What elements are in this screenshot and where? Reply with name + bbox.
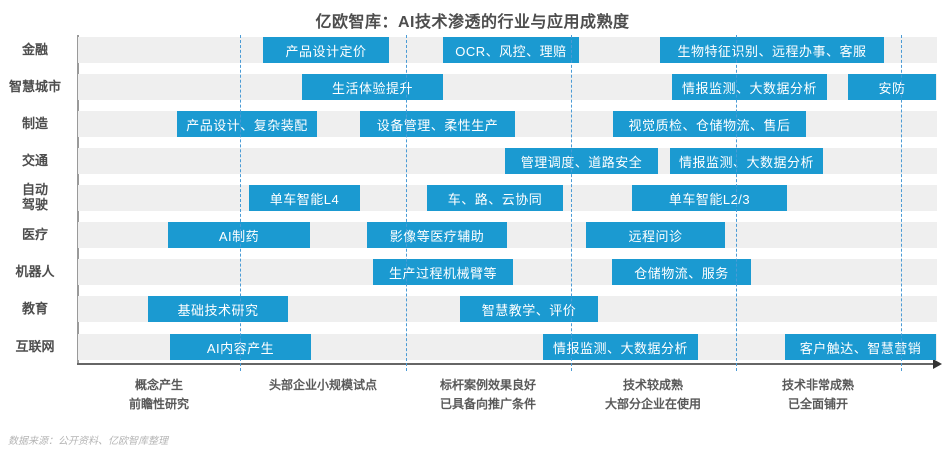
industry-label: 互联网 bbox=[15, 338, 55, 354]
application-box: 客户触达、智慧营销 bbox=[785, 334, 936, 360]
application-box: 基础技术研究 bbox=[148, 296, 288, 322]
industry-label: 医疗 bbox=[21, 226, 48, 242]
application-box: 产品设计定价 bbox=[263, 37, 389, 63]
industry-label: 交通 bbox=[21, 152, 48, 168]
stage-separator-dashed-line bbox=[240, 35, 241, 371]
application-box: 安防 bbox=[848, 74, 936, 100]
application-box: 视觉质检、仓储物流、售后 bbox=[613, 111, 806, 137]
application-box: 智慧教学、评价 bbox=[460, 296, 598, 322]
application-box: 影像等医疗辅助 bbox=[367, 222, 507, 248]
stage-separator-dashed-line bbox=[901, 35, 902, 371]
maturity-stage-label: 头部企业小规模试点 bbox=[268, 378, 377, 392]
data-source-note: 数据来源：公开资料、亿欧智库整理 bbox=[8, 436, 168, 447]
application-box: AI制药 bbox=[168, 222, 310, 248]
x-axis-arrow-icon bbox=[933, 359, 942, 369]
application-box: 车、路、云协同 bbox=[427, 185, 563, 211]
maturity-stage-label: 概念产生 前瞻性研究 bbox=[128, 378, 189, 411]
stage-separator-dashed-line bbox=[736, 35, 737, 371]
application-box: 单车智能L4 bbox=[249, 185, 360, 211]
industry-label: 金融 bbox=[21, 41, 48, 57]
application-box: 单车智能L2/3 bbox=[632, 185, 787, 211]
maturity-stage-label: 技术较成熟 大部分企业在使用 bbox=[604, 378, 701, 411]
application-box: 情报监测、大数据分析 bbox=[672, 74, 827, 100]
maturity-stage-label: 技术非常成熟 已全面铺开 bbox=[781, 378, 854, 411]
application-box: 远程问诊 bbox=[586, 222, 725, 248]
industry-label: 智慧城市 bbox=[8, 78, 61, 94]
x-axis-line bbox=[77, 363, 935, 365]
stage-separator-dashed-line bbox=[406, 35, 407, 371]
application-box: 情报监测、大数据分析 bbox=[670, 148, 823, 174]
application-box: 生物特征识别、远程办事、客服 bbox=[660, 37, 884, 63]
application-box: 情报监测、大数据分析 bbox=[543, 334, 698, 360]
application-box: 产品设计、复杂装配 bbox=[177, 111, 317, 137]
industry-label: 制造 bbox=[21, 115, 48, 131]
application-box: 生活体验提升 bbox=[302, 74, 443, 100]
maturity-stage-label: 标杆案例效果良好 已具备向推广条件 bbox=[439, 378, 536, 411]
chart-title: 亿欧智库：AI技术渗透的行业与应用成熟度 bbox=[315, 14, 630, 31]
application-box: 仓储物流、服务 bbox=[612, 259, 751, 285]
industry-label: 自动 驾驶 bbox=[21, 182, 48, 212]
stage-separator-dashed-line bbox=[571, 35, 572, 371]
application-box: OCR、风控、理赔 bbox=[443, 37, 579, 63]
industry-label: 机器人 bbox=[15, 263, 55, 279]
application-box: 设备管理、柔性生产 bbox=[360, 111, 515, 137]
application-box: 管理调度、道路安全 bbox=[505, 148, 658, 174]
application-box: 生产过程机械臂等 bbox=[373, 259, 513, 285]
industry-label: 教育 bbox=[21, 300, 48, 316]
